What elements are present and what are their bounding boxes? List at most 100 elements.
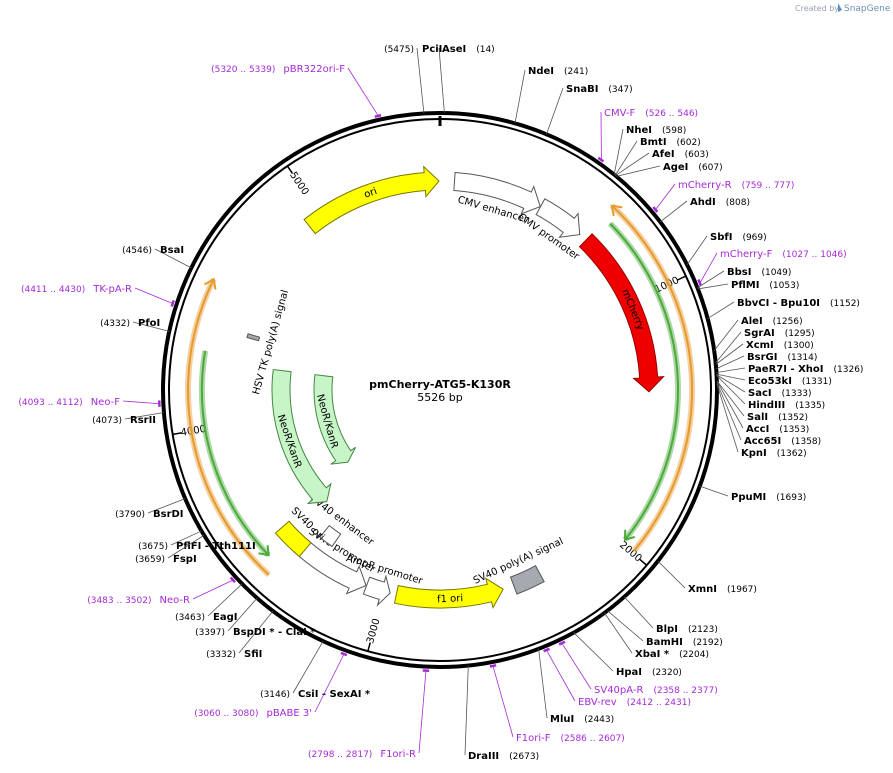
tick-mark	[639, 558, 648, 566]
site-eagi[interactable]: (3463)EagI	[175, 583, 243, 623]
primer-leader-line	[347, 67, 379, 116]
site-ahdi[interactable]: AhdI(808)	[659, 197, 750, 223]
site-leader-line	[616, 165, 661, 177]
primer-pbr322ori-f[interactable]: pBR322ori-F(5320 .. 5339)	[211, 64, 382, 118]
site-pflfi-tth111i[interactable]: (3675)PflFI - Tth111I	[138, 530, 256, 552]
primer-name: TK-pA-R	[92, 284, 132, 295]
site-name: BlpI	[656, 624, 678, 635]
primer-name: pBABE 3'	[266, 708, 312, 719]
site-hindiii[interactable]: HindIII(1335)	[716, 375, 826, 411]
site-xbai[interactable]: XbaI *(2204)	[604, 612, 709, 660]
primer-leader-line	[655, 183, 676, 210]
site-name: BmtI	[640, 137, 667, 148]
primer-pbabe-3[interactable]: pBABE 3'(3060 .. 3080)	[194, 651, 348, 719]
site-position: (2673)	[509, 752, 539, 762]
primer-range: (4411 .. 4430)	[21, 285, 85, 295]
site-bsrdi[interactable]: (3790)BsrDI	[115, 498, 186, 520]
site-eco53ki[interactable]: Eco53kI(1331)	[716, 373, 832, 387]
primer-mark	[489, 664, 497, 668]
primer-mark	[597, 156, 605, 163]
site-bbvci-bpu10i[interactable]: BbvCI - Bpu10I(1152)	[707, 298, 860, 319]
site-position: (1353)	[779, 425, 809, 435]
feature-label: f1 ori	[437, 593, 464, 605]
site-leader-line	[416, 47, 425, 114]
site-bamhi[interactable]: BamHI(2192)	[607, 610, 723, 648]
site-sgrai[interactable]: SgrAI(1295)	[715, 328, 815, 364]
primer-f1ori-r[interactable]: F1ori-R(2798 .. 2817)	[308, 669, 430, 760]
site-fspi[interactable]: (3659)FspI	[135, 534, 205, 565]
site-name: BsaI	[160, 245, 184, 256]
site-ndei[interactable]: NdeI(241)	[514, 66, 588, 124]
site-alei[interactable]: AleI(1256)	[713, 316, 803, 351]
site-sbfi[interactable]: SbfI(969)	[686, 232, 767, 266]
site-bbsi[interactable]: BbsI(1049)	[697, 267, 791, 289]
site-csii-sexai[interactable]: (3146)CsiI - SexAI *	[260, 640, 371, 700]
site-asei[interactable]: AseI(14)	[438, 44, 495, 114]
site-blpi[interactable]: BlpI (2123)	[623, 596, 718, 635]
site-afei[interactable]: AfeI(603)	[615, 149, 709, 176]
site-leader-line	[170, 530, 202, 546]
site-name: PaeR7I - XhoI	[748, 364, 824, 375]
site-name: AhdI	[690, 197, 716, 208]
primer-range: (759 .. 777)	[742, 181, 795, 191]
site-paer7i-xhoi[interactable]: PaeR7I - XhoI (1326)	[716, 364, 863, 375]
primer-tk-pa-r[interactable]: TK-pA-R (4411 .. 4430)	[21, 284, 175, 307]
site-kpni[interactable]: KpnI(1362)	[716, 383, 807, 459]
site-position: (3790)	[115, 510, 145, 520]
site-name: KpnI	[741, 448, 767, 459]
site-xcmi[interactable]: XcmI(1300)	[715, 340, 814, 365]
primer-ebv-rev[interactable]: EBV-rev(2412 .. 2431)	[543, 647, 691, 708]
primer-mark	[697, 279, 702, 286]
site-position: (2123)	[688, 625, 718, 635]
site-leader-line	[292, 640, 324, 694]
site-position: (4332)	[100, 319, 130, 329]
site-leader-line	[154, 248, 192, 269]
site-bsai[interactable]: (4546)BsaI	[122, 245, 192, 269]
site-position: (5475)	[384, 45, 414, 55]
site-bmti[interactable]: BmtI(602)	[614, 137, 701, 176]
site-ppumi[interactable]: PpuMI(1693)	[699, 485, 806, 503]
site-draiii[interactable]: DraIII(2673)	[464, 665, 539, 762]
site-position: (2192)	[693, 638, 723, 648]
site-rsrii[interactable]: (4073)RsrII	[92, 412, 164, 426]
site-leader-line	[124, 412, 164, 420]
site-saci[interactable]: SacI(1333)	[716, 374, 812, 399]
site-sali[interactable]: SalI(1352)	[716, 380, 808, 423]
site-bsrgi[interactable]: BsrGI(1314)	[716, 352, 817, 370]
site-leader-line	[659, 200, 688, 223]
site-bspdi-clai[interactable]: (3397)BspDI * - ClaI *	[195, 597, 316, 638]
site-snabi[interactable]: SnaBI(347)	[546, 84, 633, 135]
primer-sites: pBR322ori-F(5320 .. 5339) CMV-F(526 .. 54…	[18, 64, 846, 760]
site-nhei[interactable]: NheI (598)	[613, 125, 686, 175]
primer-mcherry-f[interactable]: mCherry-F(1027 .. 1046)	[697, 249, 847, 286]
primer-f1ori-f[interactable]: F1ori-F(2586 .. 2607)	[489, 664, 625, 744]
primer-sv40pa-r[interactable]: SV40pA-R(2358 .. 2377)	[558, 640, 718, 696]
primer-neo-f[interactable]: Neo-F(4093 .. 4112)	[18, 397, 161, 408]
site-pflmi[interactable]: PflMI(1053)	[697, 280, 799, 291]
tick-mark	[367, 642, 371, 652]
site-hpai[interactable]: HpaI(2320)	[573, 632, 682, 678]
site-sfii[interactable]: (3332)SfiI	[206, 610, 274, 660]
site-pfoi[interactable]: (4332)PfoI	[100, 318, 170, 332]
site-name: NheI	[626, 125, 652, 136]
credit-text: Created by	[795, 4, 839, 13]
primer-cmv-f[interactable]: CMV-F(526 .. 546)	[597, 108, 698, 163]
site-acc65i[interactable]: Acc65I(1358)	[716, 382, 821, 447]
site-position: (1326)	[834, 365, 864, 375]
primer-range: (2586 .. 2607)	[560, 734, 624, 744]
site-mlui[interactable]: MluI(2443)	[538, 648, 615, 725]
site-pcii[interactable]: (5475)PciI	[384, 44, 442, 114]
site-acci[interactable]: AccI(1353)	[716, 380, 809, 435]
feature-shape	[303, 165, 440, 235]
primer-neo-r[interactable]: Neo-R(3483 .. 3502)	[87, 576, 236, 606]
site-agei[interactable]: AgeI(607)	[616, 162, 723, 177]
site-position: (598)	[662, 126, 686, 136]
site-position: (1335)	[795, 401, 825, 411]
primer-range: (4093 .. 4112)	[18, 398, 82, 408]
site-leader-line	[715, 343, 744, 365]
primer-name: mCherry-R	[678, 180, 732, 191]
site-position: (1967)	[727, 585, 757, 595]
site-xmni[interactable]: XmnI(1967)	[657, 560, 757, 595]
primer-name: F1ori-R	[380, 749, 416, 760]
primer-mcherry-r[interactable]: mCherry-R (759 .. 777)	[652, 180, 795, 213]
